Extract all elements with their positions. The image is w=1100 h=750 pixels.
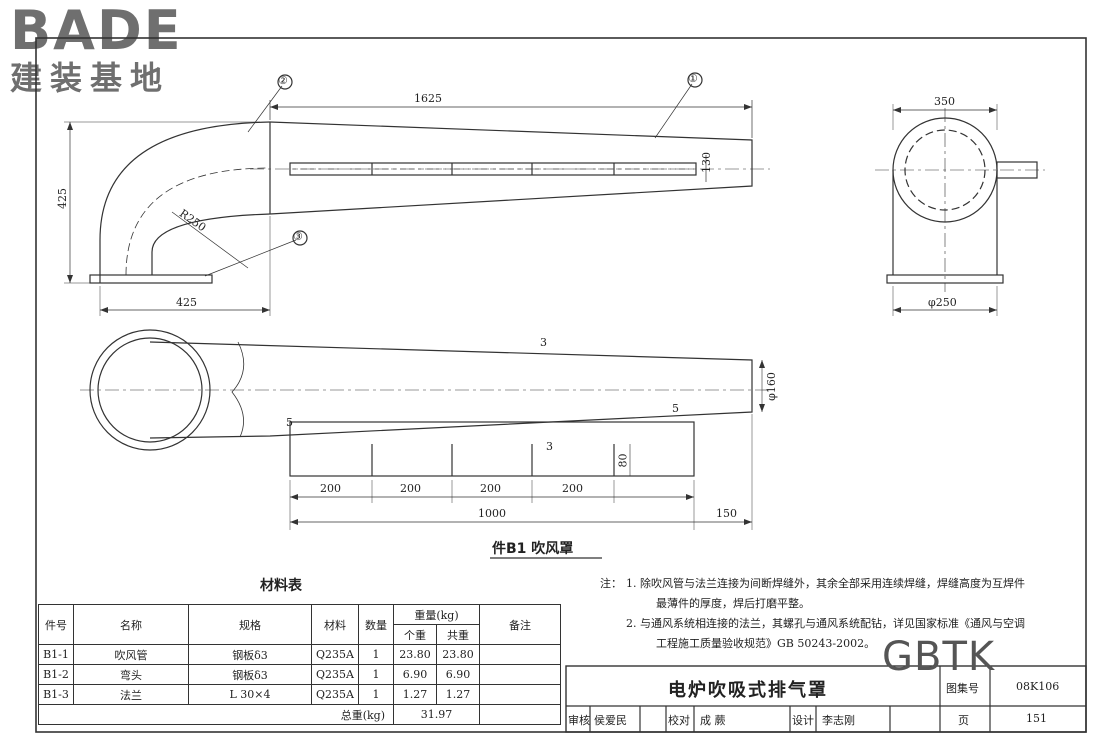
gbtk-watermark: GBTK bbox=[882, 634, 996, 680]
dim-1625: 1625 bbox=[414, 92, 442, 105]
dim-5-left: 5 bbox=[286, 416, 293, 429]
header-single: 个重 bbox=[393, 624, 437, 645]
header-name: 名称 bbox=[73, 604, 189, 645]
logo-brand: BADE bbox=[10, 0, 183, 62]
callout-3: ③ bbox=[293, 230, 303, 243]
drawing-title: 电炉吹吸式排气罩 bbox=[668, 680, 828, 701]
notes: 注： 1. 除吹风管与法兰连接为间断焊缝外，其余全部采用连续焊缝，焊缝高度为互焊… bbox=[600, 574, 1030, 654]
callout-2: ② bbox=[278, 74, 288, 87]
dim-200-3: 200 bbox=[480, 482, 501, 495]
elbow-inner-curve bbox=[151, 213, 271, 275]
part-title: 件B1 吹风罩 bbox=[492, 541, 574, 557]
plan-slot-plate bbox=[289, 421, 695, 477]
design-label: 设计 bbox=[792, 714, 814, 727]
elbow-flange bbox=[89, 274, 213, 284]
header-total: 共重 bbox=[436, 624, 480, 645]
total-label: 总重(kg) bbox=[38, 704, 394, 725]
check-name: 成 蕨 bbox=[700, 714, 726, 727]
header-spec: 规格 bbox=[188, 604, 312, 645]
note-2: 2. 与通风系统相连接的法兰，其螺孔与通风系统配钻，详见国家标准《通风与空调工程… bbox=[626, 617, 1025, 650]
drawing-frame bbox=[35, 37, 1087, 733]
dim-350: 350 bbox=[934, 95, 955, 108]
dim-425-vertical: 425 bbox=[56, 188, 69, 209]
check-label: 校对 bbox=[668, 714, 690, 727]
elbow-outer-curve bbox=[99, 121, 271, 275]
notes-label: 注： bbox=[600, 577, 622, 590]
header-material: 材料 bbox=[311, 604, 359, 645]
callout-2-circle bbox=[277, 74, 293, 90]
dim-130: 130 bbox=[700, 152, 713, 173]
materials-table: 件号 名称 规格 材料 数量 重量(kg) 备注 个重 共重 B1-1 吹风管 … bbox=[38, 604, 561, 725]
atlas-label: 图集号 bbox=[946, 682, 979, 695]
table-row: B1-3 法兰 L 30×4 Q235A 1 1.27 1.27 bbox=[38, 684, 561, 705]
callout-1: ① bbox=[688, 72, 698, 85]
dim-200-4: 200 bbox=[562, 482, 583, 495]
table-row: B1-1 吹风管 钢板δ3 Q235A 1 23.80 23.80 bbox=[38, 644, 561, 665]
total-value: 31.97 bbox=[393, 704, 480, 725]
dim-150: 150 bbox=[716, 507, 737, 520]
review-label: 审核 bbox=[568, 714, 590, 727]
header-no: 件号 bbox=[38, 604, 74, 645]
callout-3-circle bbox=[292, 230, 308, 246]
callout-1-circle bbox=[687, 72, 703, 88]
dim-phi160: φ160 bbox=[764, 372, 778, 401]
header-qty: 数量 bbox=[358, 604, 394, 645]
dim-5-right: 5 bbox=[672, 402, 679, 415]
header-remark: 备注 bbox=[479, 604, 561, 645]
dim-200-1: 200 bbox=[320, 482, 341, 495]
dim-1000: 1000 bbox=[478, 507, 506, 520]
total-row: 总重(kg) 31.97 bbox=[38, 704, 561, 725]
dim-200-2: 200 bbox=[400, 482, 421, 495]
dim-425-horizontal: 425 bbox=[176, 296, 197, 309]
materials-title: 材料表 bbox=[260, 578, 302, 594]
page-label: 页 bbox=[958, 714, 969, 727]
dim-phi250: φ250 bbox=[928, 296, 957, 309]
review-name: 侯爱民 bbox=[594, 714, 627, 727]
dim-3-fin: 3 bbox=[546, 440, 553, 453]
dim-3-top: 3 bbox=[540, 336, 547, 349]
header-weight: 重量(kg) bbox=[393, 604, 480, 625]
dim-80: 80 bbox=[616, 453, 630, 468]
blow-pipe-plan bbox=[149, 341, 753, 439]
table-row: B1-2 弯头 钢板δ3 Q235A 1 6.90 6.90 bbox=[38, 664, 561, 685]
atlas-number: 08K106 bbox=[1016, 680, 1060, 693]
title-block bbox=[565, 665, 1087, 733]
blow-pipe-front bbox=[269, 121, 753, 215]
design-name: 李志刚 bbox=[822, 714, 855, 727]
page-number: 151 bbox=[1026, 712, 1047, 725]
note-1: 1. 除吹风管与法兰连接为间断焊缝外，其余全部采用连续焊缝，焊缝高度为互焊件最薄… bbox=[626, 577, 1025, 610]
